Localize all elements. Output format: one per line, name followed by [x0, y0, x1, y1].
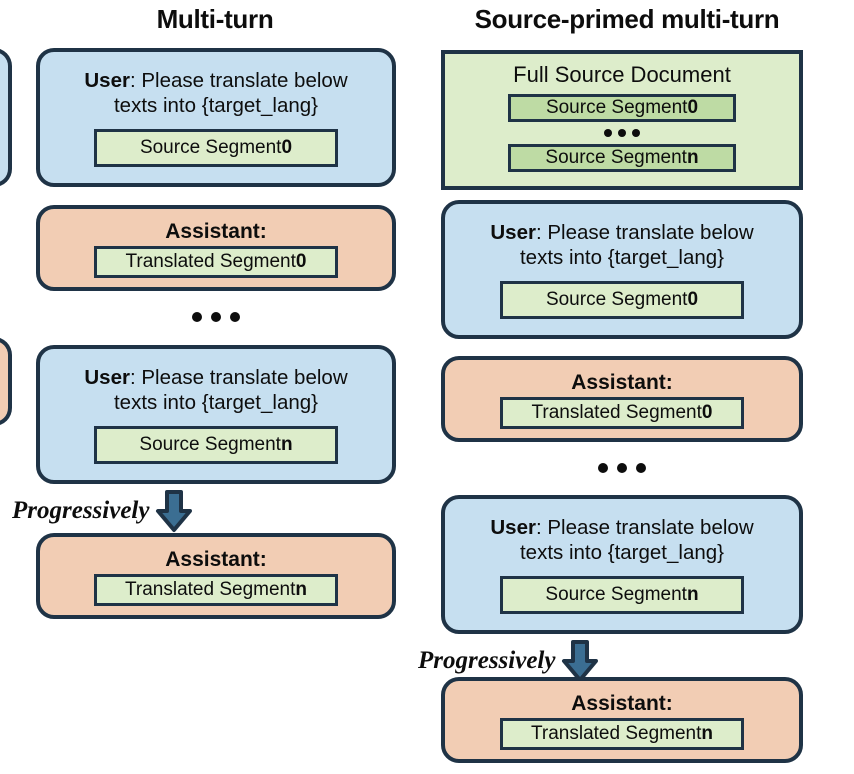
- source-segment-chip[interactable]: Source Segment n: [500, 576, 744, 614]
- doc-ellipsis: [445, 126, 799, 140]
- doc-source-segment-chip-n[interactable]: Source Segment n: [508, 144, 736, 172]
- assistant-role-label: Assistant:: [165, 547, 267, 571]
- full-source-document-title: Full Source Document: [513, 62, 731, 87]
- source-segment-index: n: [280, 434, 293, 455]
- user-prompt-line-2: texts into {target_lang}: [519, 246, 724, 269]
- user-prompt-text: User: Please translate below texts into …: [76, 365, 355, 415]
- source-segment-index: 0: [687, 97, 699, 118]
- ellipsis-dot: [192, 312, 202, 322]
- translated-segment-chip[interactable]: Translated Segment 0: [500, 396, 744, 429]
- user-prompt-text: User: Please translate below texts into …: [482, 220, 761, 270]
- multiturn-ellipsis: [36, 310, 396, 324]
- user-role-label: User: [490, 516, 536, 539]
- translated-segment-index: n: [701, 722, 713, 744]
- progressively-label: Progressively: [12, 497, 150, 524]
- partial-user-bubble-left: [0, 48, 12, 187]
- ellipsis-dot: [618, 129, 626, 137]
- user-prompt-line-2: texts into {target_lang}: [113, 94, 318, 117]
- sourceprimed-progressively-group: Progressively: [418, 639, 601, 683]
- multiturn-user-bubble-0[interactable]: User: Please translate below texts into …: [36, 48, 396, 187]
- source-segment-chip[interactable]: Source Segment n: [94, 426, 338, 464]
- assistant-role-label: Assistant:: [571, 370, 673, 394]
- user-prompt-text: User: Please translate below texts into …: [76, 68, 355, 118]
- source-segment-chip[interactable]: Source Segment 0: [94, 129, 338, 167]
- ellipsis-dot: [632, 129, 640, 137]
- partial-assistant-bubble-left: [0, 337, 12, 426]
- progressively-label: Progressively: [418, 647, 556, 674]
- translated-segment-index: 0: [701, 401, 713, 423]
- user-prompt-line-2: texts into {target_lang}: [113, 391, 318, 414]
- doc-source-segment-chip-0[interactable]: Source Segment 0: [508, 94, 736, 122]
- sourceprimed-user-bubble-0[interactable]: User: Please translate below texts into …: [441, 200, 803, 339]
- translated-segment-index: 0: [295, 250, 307, 272]
- translated-segment-chip[interactable]: Translated Segment 0: [94, 245, 338, 278]
- sourceprimed-ellipsis: [441, 461, 803, 475]
- source-segment-label: Source Segment: [545, 97, 688, 118]
- column-title-source-primed: Source-primed multi-turn: [474, 4, 780, 34]
- translated-segment-chip[interactable]: Translated Segment n: [94, 573, 338, 606]
- user-role-label: User: [84, 69, 130, 92]
- source-segment-label: Source Segment: [545, 289, 688, 310]
- source-segment-label: Source Segment: [545, 584, 687, 605]
- ellipsis-dot: [230, 312, 240, 322]
- multiturn-assistant-bubble-0[interactable]: Assistant: Translated Segment 0: [36, 205, 396, 291]
- source-segment-label: Source Segment: [139, 434, 281, 455]
- translated-segment-label: Translated Segment: [531, 401, 702, 423]
- sourceprimed-assistant-bubble-0[interactable]: Assistant: Translated Segment 0: [441, 356, 803, 442]
- assistant-role-label: Assistant:: [165, 219, 267, 243]
- column-title-multi-turn: Multi-turn: [156, 4, 274, 34]
- assistant-role-label: Assistant:: [571, 691, 673, 715]
- ellipsis-dot: [617, 463, 627, 473]
- sourceprimed-user-bubble-n[interactable]: User: Please translate below texts into …: [441, 495, 803, 634]
- multiturn-progressively-group: Progressively: [12, 489, 195, 533]
- source-segment-chip[interactable]: Source Segment 0: [500, 281, 744, 319]
- source-segment-index: 0: [281, 137, 293, 158]
- full-source-document-panel: Full Source Document Source Segment 0 So…: [441, 50, 803, 190]
- user-role-label: User: [84, 366, 130, 389]
- user-prompt-line-1: : Please translate below: [129, 69, 348, 92]
- translated-segment-label: Translated Segment: [125, 578, 296, 600]
- source-segment-label: Source Segment: [545, 147, 687, 168]
- source-segment-label: Source Segment: [139, 137, 282, 158]
- translated-segment-chip[interactable]: Translated Segment n: [500, 717, 744, 750]
- arrow-down-icon: [562, 640, 599, 682]
- user-prompt-line-1: : Please translate below: [129, 366, 348, 389]
- sourceprimed-assistant-bubble-n[interactable]: Assistant: Translated Segment n: [441, 677, 803, 763]
- translated-segment-index: n: [295, 578, 307, 600]
- user-prompt-text: User: Please translate below texts into …: [482, 515, 761, 565]
- translated-segment-label: Translated Segment: [125, 250, 296, 272]
- multiturn-user-bubble-n[interactable]: User: Please translate below texts into …: [36, 345, 396, 484]
- arrow-down-icon: [156, 490, 193, 532]
- source-segment-index: n: [686, 584, 699, 605]
- user-role-label: User: [490, 221, 536, 244]
- source-segment-index: n: [686, 147, 699, 168]
- ellipsis-dot: [604, 129, 612, 137]
- ellipsis-dot: [211, 312, 221, 322]
- source-segment-index: 0: [687, 289, 699, 310]
- user-prompt-line-2: texts into {target_lang}: [519, 541, 724, 564]
- translated-segment-label: Translated Segment: [531, 722, 702, 744]
- ellipsis-dot: [636, 463, 646, 473]
- user-prompt-line-1: : Please translate below: [535, 221, 754, 244]
- ellipsis-dot: [598, 463, 608, 473]
- multiturn-assistant-bubble-n[interactable]: Assistant: Translated Segment n: [36, 533, 396, 619]
- user-prompt-line-1: : Please translate below: [535, 516, 754, 539]
